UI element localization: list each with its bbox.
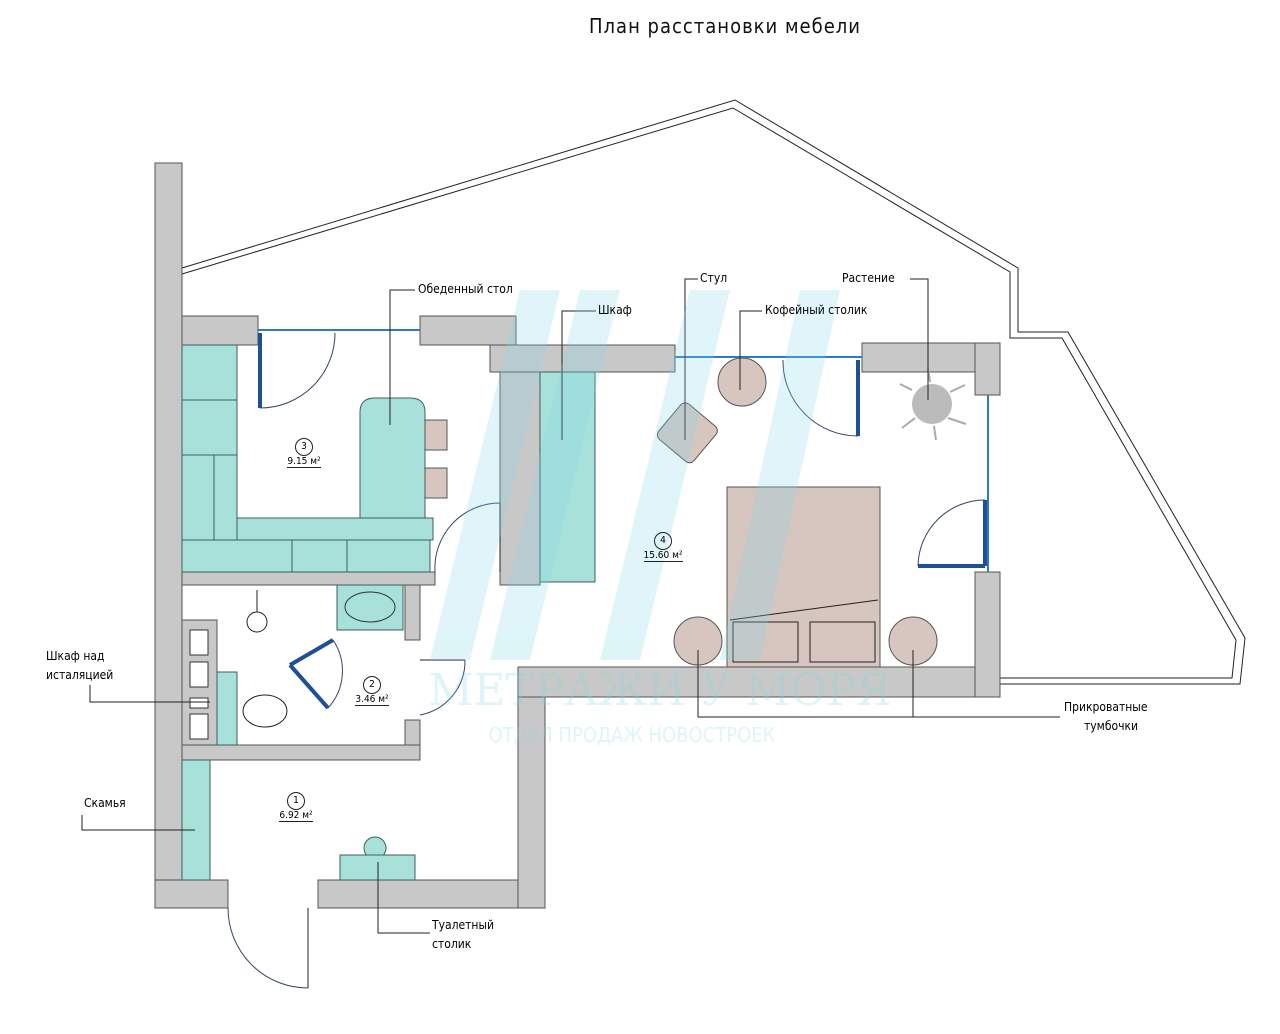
label-dining-table: Обеденный стол bbox=[418, 282, 513, 296]
bar-stools bbox=[424, 419, 448, 499]
label-vanity-1: Туалетный bbox=[432, 918, 495, 932]
balcony-outline bbox=[181, 99, 1246, 685]
plant bbox=[899, 367, 967, 441]
watermark: МЕТРАЖИ У МОРЯ ОТДЕЛ ПРОДАЖ НОВОСТРОЕК bbox=[428, 290, 892, 747]
room-1-number: 1 bbox=[287, 792, 305, 810]
room-4-number: 4 bbox=[654, 532, 672, 550]
doors bbox=[227, 332, 987, 989]
room-3-number: 3 bbox=[295, 438, 313, 456]
chair bbox=[656, 402, 718, 464]
room-1-area: 6.92 м² bbox=[279, 810, 313, 822]
label-cabinet-1: Шкаф над bbox=[46, 649, 105, 663]
label-bench: Скамья bbox=[84, 796, 126, 810]
room-2-number: 2 bbox=[363, 676, 381, 694]
label-vanity-2: столик bbox=[432, 937, 472, 951]
room-3-tag: 3 9.15 м² bbox=[284, 438, 324, 468]
room-1-tag: 1 6.92 м² bbox=[276, 792, 316, 822]
label-wardrobe: Шкаф bbox=[598, 303, 632, 317]
label-chair: Стул bbox=[700, 271, 728, 285]
label-coffee-table: Кофейный столик bbox=[765, 303, 868, 317]
room-4-tag: 4 15.60 м² bbox=[640, 532, 686, 562]
wardrobe bbox=[539, 371, 596, 583]
walls bbox=[154, 162, 1001, 909]
room-3-area: 9.15 м² bbox=[287, 456, 321, 468]
label-cabinet-2: исталяцией bbox=[46, 668, 114, 682]
bathroom-fixtures bbox=[189, 584, 404, 746]
svg-text:МЕТРАЖИ У МОРЯ: МЕТРАЖИ У МОРЯ bbox=[428, 665, 891, 716]
label-plant: Растение bbox=[842, 271, 895, 285]
room-4-area: 15.60 м² bbox=[643, 550, 683, 562]
page-title: План расстановки мебели bbox=[589, 14, 861, 38]
dining-table bbox=[359, 397, 426, 519]
bed bbox=[726, 486, 881, 668]
svg-text:ОТДЕЛ ПРОДАЖ НОВОСТРОЕК: ОТДЕЛ ПРОДАЖ НОВОСТРОЕК bbox=[489, 723, 776, 747]
coffee-table bbox=[717, 357, 767, 407]
room-2-tag: 2 3.46 м² bbox=[352, 676, 392, 706]
leader-lines bbox=[81, 278, 1060, 934]
label-nightstands-2: тумбочки bbox=[1084, 719, 1138, 733]
room-2-area: 3.46 м² bbox=[355, 694, 389, 706]
bench bbox=[181, 759, 211, 881]
label-nightstands-1: Прикроватные bbox=[1064, 700, 1148, 714]
windows bbox=[258, 329, 989, 572]
kitchen-set bbox=[181, 344, 434, 573]
